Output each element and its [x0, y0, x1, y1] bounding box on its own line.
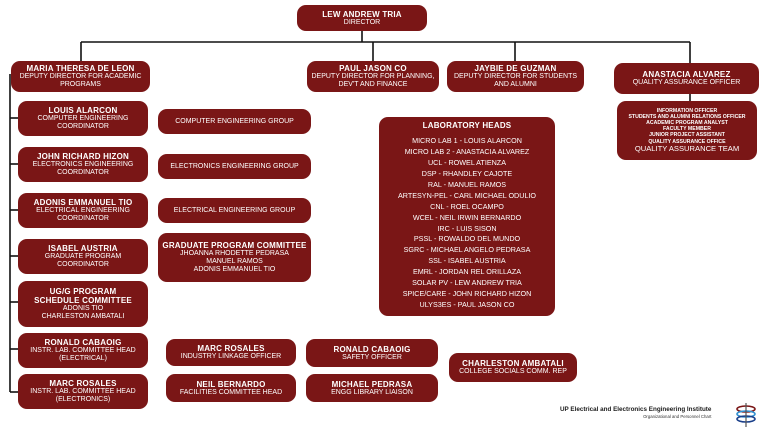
group-electronics-box: ELECTRONICS ENGINEERING GROUP [158, 154, 311, 179]
officer-role: SAFETY OFFICER [342, 353, 402, 361]
group-label: ELECTRONICS ENGINEERING GROUP [170, 162, 299, 170]
qa-role: INFORMATION OFFICER [656, 107, 718, 114]
officer-name: MARC ROSALES [197, 344, 265, 354]
director-box: LEW ANDREW TRIA DIRECTOR [297, 5, 427, 31]
coordinator-role: COMPUTER ENGINEERING COORDINATOR [37, 115, 129, 131]
grad-committee-box: GRADUATE PROGRAM COMMITTEE JHOANNA RHODE… [158, 233, 311, 282]
lab-head-entry: ARTESYN-PEL - CARL MICHAEL ODULIO [397, 190, 537, 200]
facilities-box: NEIL BERNARDO FACILITIES COMMITTEE HEAD [166, 374, 296, 402]
group-label: COMPUTER ENGINEERING GROUP [175, 117, 294, 125]
lab-head-entry: EMRL - JORDAN REL ORILLAZA [412, 267, 522, 277]
coordinator-name: ISABEL AUSTRIA [48, 244, 118, 254]
officer-role: INDUSTRY LINKAGE OFFICER [180, 353, 282, 361]
socials-rep-box: CHARLESTON AMBATALI COLLEGE SOCIALS COMM… [449, 353, 577, 382]
grad-committee-member: ADONIS EMMANUEL TIO [193, 265, 276, 273]
ug-committee-member: ADONIS TIO [62, 305, 104, 313]
deputy-planning-box: PAUL JASON CO DEPUTY DIRECTOR FOR PLANNI… [307, 61, 439, 92]
deputy-name: PAUL JASON CO [339, 64, 407, 74]
coordinator-role: GRADUATE PROGRAM COORDINATOR [44, 253, 122, 269]
officer-name: MICHAEL PEDRASA [331, 379, 413, 389]
lab-head-entry: MICRO LAB 1 - LOUIS ALARCON [412, 136, 522, 146]
deputy-students-box: JAYBIE DE GUZMAN DEPUTY DIRECTOR FOR STU… [447, 61, 584, 92]
qa-role: JUNIOR PROJECT ASSISTANT [649, 132, 725, 139]
officer-name: NEIL BERNARDO [196, 379, 266, 389]
footer: UP Electrical and Electronics Engineerin… [560, 406, 711, 419]
deputy-role: DEPUTY DIRECTOR FOR PLANNING, DEV'T AND … [311, 73, 435, 89]
lab-head-entry: SGRC - MICHAEL ANGELO PEDRASA [403, 245, 531, 255]
officer-role: COLLEGE SOCIALS COMM. REP [459, 368, 567, 376]
coordinator-role: ELECTRICAL ENGINEERING COORDINATOR [36, 207, 130, 223]
deputy-role: DEPUTY DIRECTOR FOR ACADEMIC PROGRAMS [19, 73, 142, 89]
deputy-name: JAYBIE DE GUZMAN [474, 64, 557, 74]
qa-role: ACADEMIC PROGRAM ANALYST [646, 119, 728, 126]
lab-heads-title: LABORATORY HEADS [422, 121, 512, 130]
lab-head-entry: UCL - ROWEL ATIENZA [427, 157, 506, 167]
lab-committee-role: INSTR. LAB. COMMITTEE HEAD (ELECTRICAL) [30, 347, 136, 363]
footer-subtitle: Organizational and Personnel Chart [643, 414, 712, 419]
coordinator-computer-box: LOUIS ALARCON COMPUTER ENGINEERING COORD… [18, 101, 148, 136]
lab-head-entry: PSSL - ROWALDO DEL MUNDO [413, 234, 521, 244]
grad-committee-title: GRADUATE PROGRAM COMMITTEE [162, 241, 307, 251]
library-liaison-box: MICHAEL PEDRASA ENGG LIBRARY LIAISON [306, 374, 438, 402]
qa-officer-box: ANASTACIA ALVAREZ QUALITY ASSURANCE OFFI… [614, 63, 759, 94]
lab-head-entry: SOLAR PV - LEW ANDREW TRIA [412, 278, 522, 288]
lab-head-entry: SPICE/CARE - JOHN RICHARD HIZON [402, 289, 532, 299]
deputy-name: MARIA THERESA DE LEON [26, 64, 135, 74]
lab-head-entry: MICRO LAB 2 - ANASTACIA ALVAREZ [404, 146, 530, 156]
lab-committee-role: INSTR. LAB. COMMITTEE HEAD (ELECTRONICS) [30, 388, 136, 404]
coordinator-electronics-box: JOHN RICHARD HIZON ELECTRONICS ENGINEERI… [18, 147, 148, 182]
director-role: DIRECTOR [343, 18, 381, 26]
deputy-name: ANASTACIA ALVAREZ [642, 70, 731, 80]
lab-head-entry: WCEL - NEIL IRWIN BERNARDO [412, 212, 522, 222]
qa-team-box: INFORMATION OFFICER STUDENTS AND ALUMNI … [617, 101, 757, 160]
lab-committee-name: MARC ROSALES [49, 379, 117, 389]
officer-role: ENGG LIBRARY LIAISON [331, 388, 413, 396]
group-label: ELECTRICAL ENGINEERING GROUP [173, 206, 296, 214]
qa-role: STUDENTS AND ALUMNI RELATIONS OFFICER [628, 113, 746, 120]
lab-heads-box: LABORATORY HEADS MICRO LAB 1 - LOUIS ALA… [379, 117, 555, 316]
deputy-role: QUALITY ASSURANCE OFFICER [632, 79, 741, 87]
coordinator-role: ELECTRONICS ENGINEERING COORDINATOR [32, 161, 134, 177]
qa-role: QUALITY ASSURANCE OFFICE [648, 138, 726, 145]
coordinator-graduate-box: ISABEL AUSTRIA GRADUATE PROGRAM COORDINA… [18, 239, 148, 274]
lab-head-entry: RAL - MANUEL RAMOS [427, 179, 507, 189]
grad-committee-member: JHOANNA RHODETTE PEDRASA [180, 250, 289, 258]
lab-head-entry: SSL - ISABEL AUSTRIA [428, 256, 506, 266]
lab-committee-name: RONALD CABAOIG [44, 338, 122, 348]
lab-committee-electronics-box: MARC ROSALES INSTR. LAB. COMMITTEE HEAD … [18, 374, 148, 409]
ug-committee-box: UG/G PROGRAM SCHEDULE COMMITTEE ADONIS T… [18, 281, 148, 327]
qa-role: FACULTY MEMBER [663, 126, 711, 133]
coordinator-name: JOHN RICHARD HIZON [36, 152, 130, 162]
lab-head-entry: IRC - LUIS SISON [437, 223, 497, 233]
safety-officer-box: RONALD CABAOIG SAFETY OFFICER [306, 339, 438, 367]
coordinator-name: LOUIS ALARCON [48, 106, 118, 116]
deputy-role: DEPUTY DIRECTOR FOR STUDENTS AND ALUMNI [453, 73, 578, 89]
lab-head-entry: CNL - ROEL OCAMPO [430, 201, 504, 211]
coordinator-name: ADONIS EMMANUEL TIO [33, 198, 133, 208]
ug-committee-member: CHARLESTON AMBATALI [41, 313, 125, 321]
officer-name: RONALD CABAOIG [333, 344, 411, 354]
eeei-logo-icon [736, 403, 756, 427]
industry-linkage-box: MARC ROSALES INDUSTRY LINKAGE OFFICER [166, 339, 296, 366]
director-name: LEW ANDREW TRIA [322, 9, 402, 19]
coordinator-electrical-box: ADONIS EMMANUEL TIO ELECTRICAL ENGINEERI… [18, 193, 148, 228]
group-computer-box: COMPUTER ENGINEERING GROUP [158, 109, 311, 134]
deputy-academic-box: MARIA THERESA DE LEON DEPUTY DIRECTOR FO… [11, 61, 150, 92]
qa-team-label: QUALITY ASSURANCE TEAM [634, 143, 740, 153]
lab-committee-electrical-box: RONALD CABAOIG INSTR. LAB. COMMITTEE HEA… [18, 333, 148, 368]
group-electrical-box: ELECTRICAL ENGINEERING GROUP [158, 198, 311, 223]
lab-head-entry: DSP - RHANDLEY CAJOTE [421, 168, 513, 178]
officer-role: FACILITIES COMMITTEE HEAD [179, 388, 283, 396]
ug-committee-title: UG/G PROGRAM SCHEDULE COMMITTEE [34, 287, 132, 306]
lab-head-entry: ULYS3ES - PAUL JASON CO [419, 300, 515, 310]
grad-committee-member: MANUEL RAMOS [206, 258, 263, 266]
officer-name: CHARLESTON AMBATALI [462, 359, 564, 369]
footer-title: UP Electrical and Electronics Engineerin… [560, 406, 712, 413]
